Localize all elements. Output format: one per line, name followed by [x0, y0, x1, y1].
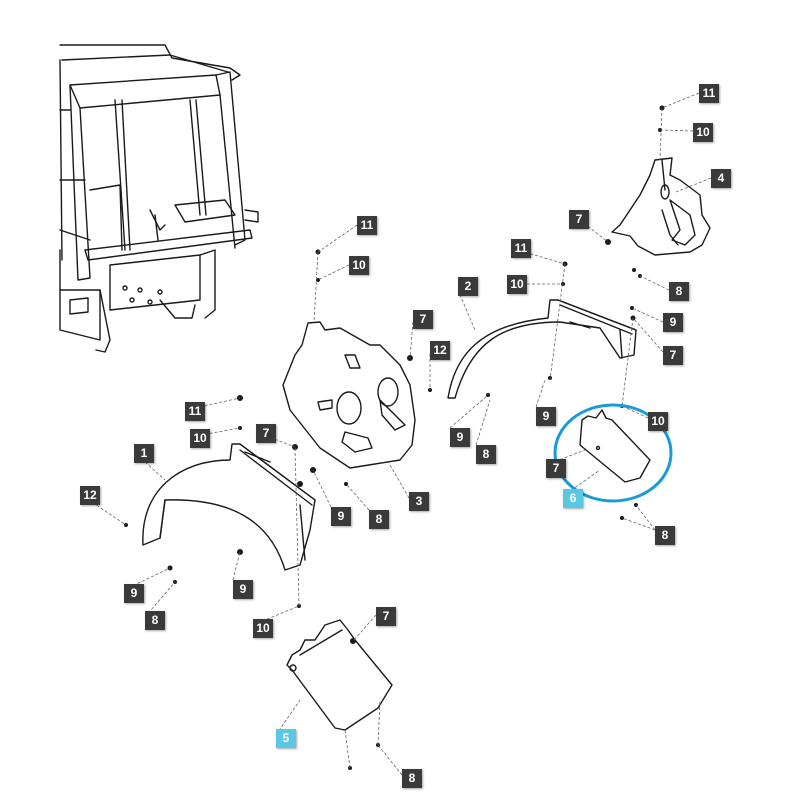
part-5-left-under-plate [286, 619, 393, 731]
callout-part-7: 7 [256, 424, 276, 443]
part-6-right-under-plate [579, 409, 651, 483]
callout-part-4: 4 [711, 169, 731, 188]
tractor-cab-frame [59, 44, 259, 353]
callout-part-8: 8 [369, 510, 389, 529]
callout-part-10: 10 [349, 256, 369, 275]
leader-lines [79, 92, 712, 776]
callout-part-1: 1 [134, 444, 154, 463]
callout-part-8: 8 [402, 769, 422, 788]
callout-part-7: 7 [546, 459, 566, 478]
part-4-right-fender-panel [611, 157, 711, 256]
callout-part-7: 7 [376, 607, 396, 626]
callout-part-12: 12 [430, 341, 450, 360]
callout-part-9: 9 [450, 428, 470, 447]
part-3-left-fender-panel [282, 321, 416, 469]
callout-part-3: 3 [409, 492, 429, 511]
callout-part-8: 8 [655, 526, 675, 545]
callout-part-10: 10 [693, 123, 713, 142]
callout-part-9: 9 [331, 507, 351, 526]
callout-part-6: 6 [563, 489, 583, 508]
callout-part-11: 11 [699, 84, 719, 103]
callout-part-7: 7 [569, 210, 589, 229]
callout-part-8: 8 [145, 611, 165, 630]
highlight-ring [553, 403, 673, 503]
callout-part-10: 10 [648, 412, 668, 431]
part-1-left-rear-fender [142, 443, 316, 571]
callout-part-11: 11 [357, 216, 377, 235]
callout-part-9: 9 [233, 580, 253, 599]
callout-part-8: 8 [476, 445, 496, 464]
callout-part-8: 8 [669, 282, 689, 301]
callout-part-9: 9 [536, 407, 556, 426]
callout-part-7: 7 [663, 346, 683, 365]
callout-part-7: 7 [413, 310, 433, 329]
callout-part-10: 10 [190, 429, 210, 448]
part-2-right-rear-fender [447, 299, 637, 399]
callout-part-10: 10 [507, 275, 527, 294]
callout-part-12: 12 [80, 486, 100, 505]
callout-part-10: 10 [253, 619, 273, 638]
callout-part-11: 11 [511, 239, 531, 258]
callout-part-2: 2 [458, 277, 478, 296]
callout-part-11: 11 [185, 402, 205, 421]
callout-part-5: 5 [276, 729, 296, 748]
callout-part-9: 9 [124, 584, 144, 603]
callout-part-9: 9 [663, 313, 683, 332]
